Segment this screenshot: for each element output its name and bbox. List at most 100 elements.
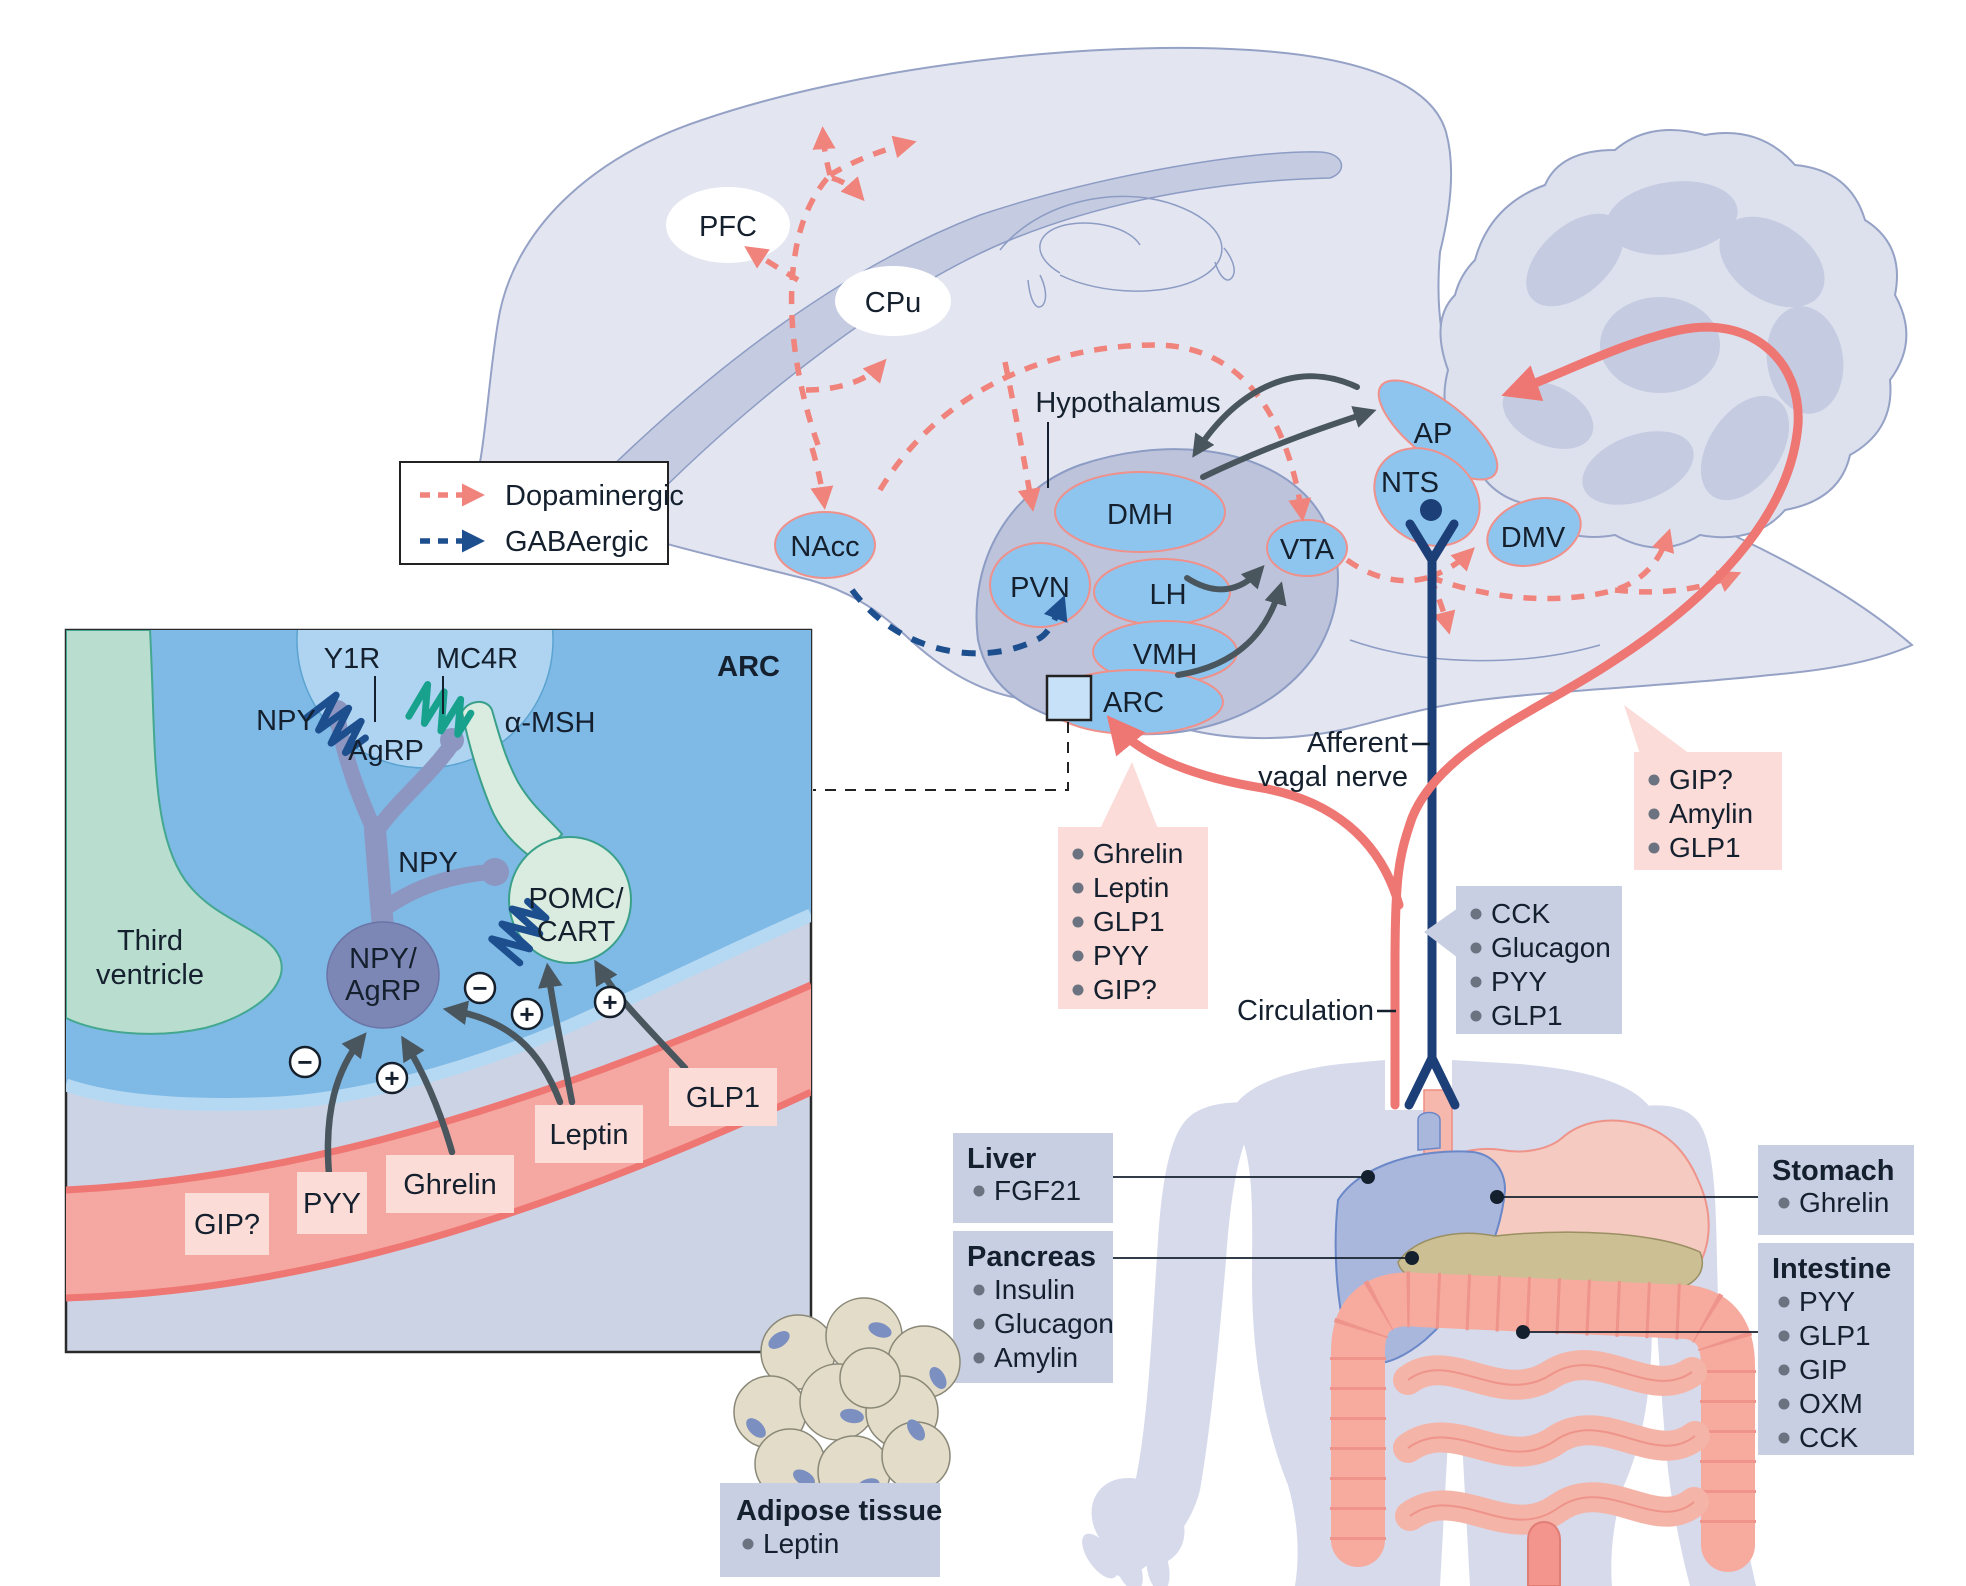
alpha-msh-label: α-MSH	[505, 707, 596, 739]
organ-item: OXM	[1799, 1388, 1863, 1419]
region-label-cpu: CPu	[865, 287, 921, 319]
callout-pointer	[1624, 705, 1690, 754]
circulation-label: Circulation	[1237, 995, 1374, 1027]
region-label-lh: LH	[1149, 579, 1186, 611]
adipose-tissue-illustration	[733, 1297, 961, 1509]
organ-title-liver: Liver	[967, 1143, 1036, 1175]
vagal-nerve-terminal-dot	[1420, 499, 1442, 521]
organ-title-adipose: Adipose tissue	[736, 1495, 942, 1527]
agrp-label: AgRP	[348, 735, 424, 767]
sign-minus: −	[297, 1047, 312, 1077]
hormone-chip-pyy: PYY	[303, 1188, 361, 1220]
arc-inset-marker	[1045, 674, 1093, 722]
hypothalamus-label: Hypothalamus	[1035, 387, 1220, 419]
internal-organs	[1330, 1089, 1756, 1586]
region-label-dmv: DMV	[1501, 522, 1566, 554]
npy-agrp-label-2: AgRP	[345, 975, 421, 1007]
region-label-pfc: PFC	[699, 211, 757, 243]
inset-hormone-arrows	[324, 959, 689, 1189]
region-label-nts: NTS	[1381, 467, 1439, 499]
brain-illustration: PFC CPu DMH PVN LH VMH ARC NAcc VTA AP N…	[471, 46, 1914, 740]
adipose-box: Adipose tissue Leptin	[720, 1483, 942, 1577]
hippocampus-outline	[999, 195, 1601, 662]
sign-minus: −	[472, 973, 487, 1003]
afferent-vagal-nerve	[1404, 519, 1460, 1110]
legend-box	[399, 461, 669, 565]
callout-item: PYY	[1491, 966, 1547, 997]
callout-item: Leptin	[1093, 872, 1169, 903]
sign-badges: − + − + +	[288, 971, 627, 1095]
callout-item: Amylin	[1669, 798, 1753, 829]
third-ventricle-label-2: ventricle	[96, 959, 204, 991]
organ-item: GIP	[1799, 1354, 1847, 1385]
liver-vein	[1417, 1111, 1441, 1151]
circulation-to-ap	[1390, 322, 1803, 1110]
rectum	[1527, 1521, 1561, 1586]
circulation-to-arc	[1106, 715, 1404, 910]
organ-item: Leptin	[763, 1528, 839, 1559]
organ-item: FGF21	[994, 1175, 1081, 1206]
inset-connector-line	[813, 722, 1069, 791]
intestine-box: Intestine PYY GLP1 GIP OXM CCK	[1758, 1243, 1914, 1455]
blood-vessel-lower-wall	[66, 1088, 811, 1302]
region-label-nacc: NAcc	[790, 531, 859, 563]
organ-item: Glucagon	[994, 1308, 1114, 1339]
dmh-nucleus	[1054, 471, 1226, 553]
adipocyte-nuclei	[746, 1322, 947, 1494]
region-label-vta: VTA	[1280, 534, 1335, 566]
region-label-pvn: PVN	[1010, 572, 1070, 604]
intestines	[1330, 1271, 1756, 1586]
pomc-label-1: POMC/	[528, 883, 624, 915]
pancreas-box: Pancreas Insulin Glucagon Amylin	[953, 1231, 1114, 1383]
callout-pointer	[1100, 762, 1158, 829]
corpus-callosum	[599, 151, 1343, 516]
npy-lower-label: NPY	[398, 847, 458, 879]
npy-agrp-label-1: NPY/	[349, 943, 418, 975]
organ-item: Ghrelin	[1799, 1187, 1889, 1218]
liver-box: Liver FGF21	[953, 1133, 1113, 1223]
sign-plus: +	[519, 999, 534, 1029]
organ-title-pancreas: Pancreas	[967, 1241, 1096, 1273]
callout-arc-inputs: Ghrelin Leptin GLP1 PYY GIP?	[1058, 762, 1208, 1009]
region-label-vmh: VMH	[1133, 639, 1197, 671]
afferent-label-2: vagal nerve	[1258, 761, 1408, 793]
pomc-label-2: CART	[537, 916, 616, 948]
organ-item: PYY	[1799, 1286, 1855, 1317]
callout-item: GIP?	[1669, 764, 1733, 795]
nacc-nucleus	[774, 511, 876, 579]
afferent-label-1: Afferent	[1307, 727, 1408, 759]
legend-label-dopaminergic: Dopaminergic	[505, 480, 684, 512]
callout-item: GLP1	[1491, 1000, 1563, 1031]
callout-item: Glucagon	[1491, 932, 1611, 963]
inset-hormone-chips: GIP? PYY Ghrelin Leptin GLP1	[185, 1068, 777, 1255]
callout-pointer	[1424, 908, 1458, 958]
callout-item: GIP?	[1093, 974, 1157, 1005]
hormone-chip-gip: GIP?	[194, 1209, 260, 1241]
region-label-arc: ARC	[1103, 687, 1164, 719]
third-ventricle-label-1: Third	[117, 925, 183, 957]
callout-item: CCK	[1491, 898, 1550, 929]
blood-vessel-upper-wall	[66, 981, 811, 1194]
region-label-ap: AP	[1414, 418, 1453, 450]
organ-item: CCK	[1799, 1422, 1858, 1453]
grey-projection-arrows	[1175, 373, 1377, 678]
hormone-chip-leptin: Leptin	[549, 1119, 628, 1151]
sign-plus: +	[384, 1063, 399, 1093]
arc-parenchyma-edge	[66, 909, 811, 1111]
callout-ap-inputs: GIP? Amylin GLP1	[1624, 705, 1782, 870]
circulation-pathways	[1106, 322, 1803, 1110]
arc-inset: − + − + + GIP? PYY Ghrelin Leptin	[64, 628, 813, 1354]
hormone-chip-ghrelin: Ghrelin	[403, 1169, 497, 1201]
organ-leader-lines	[1113, 1176, 1758, 1333]
region-label-dmh: DMH	[1107, 499, 1173, 531]
organ-leader-dots	[1361, 1170, 1530, 1339]
callout-item: GLP1	[1669, 832, 1741, 863]
sign-plus: +	[602, 987, 617, 1017]
mc4r-label: MC4R	[436, 643, 518, 675]
callout-item: GLP1	[1093, 906, 1165, 937]
organ-item: Amylin	[994, 1342, 1078, 1373]
organ-item: GLP1	[1799, 1320, 1871, 1351]
left-hand	[1091, 1477, 1185, 1567]
